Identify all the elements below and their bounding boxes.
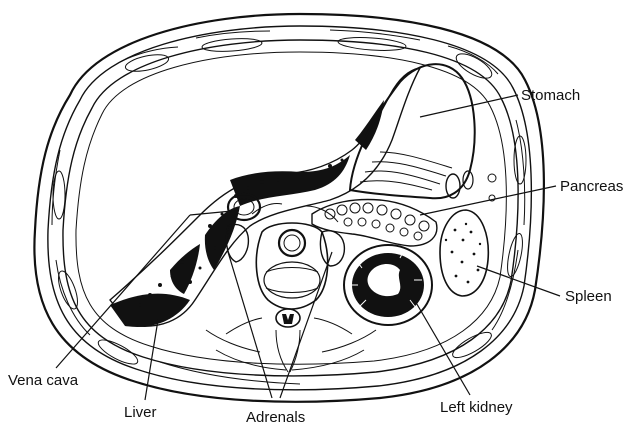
spleen [440, 210, 488, 296]
label-adrenals: Adrenals [246, 409, 305, 426]
label-stomach: Stomach [521, 87, 580, 104]
body-wall [34, 14, 544, 402]
leader-lines [56, 95, 560, 400]
aorta [279, 230, 305, 256]
adrenals [226, 203, 344, 266]
label-pancreas: Pancreas [560, 178, 623, 195]
pancreas [312, 200, 437, 246]
label-spleen: Spleen [565, 288, 612, 305]
left-kidney [344, 245, 432, 325]
label-left-kidney: Left kidney [440, 399, 513, 416]
label-vena-cava: Vena cava [8, 372, 79, 389]
label-liver: Liver [124, 404, 157, 421]
